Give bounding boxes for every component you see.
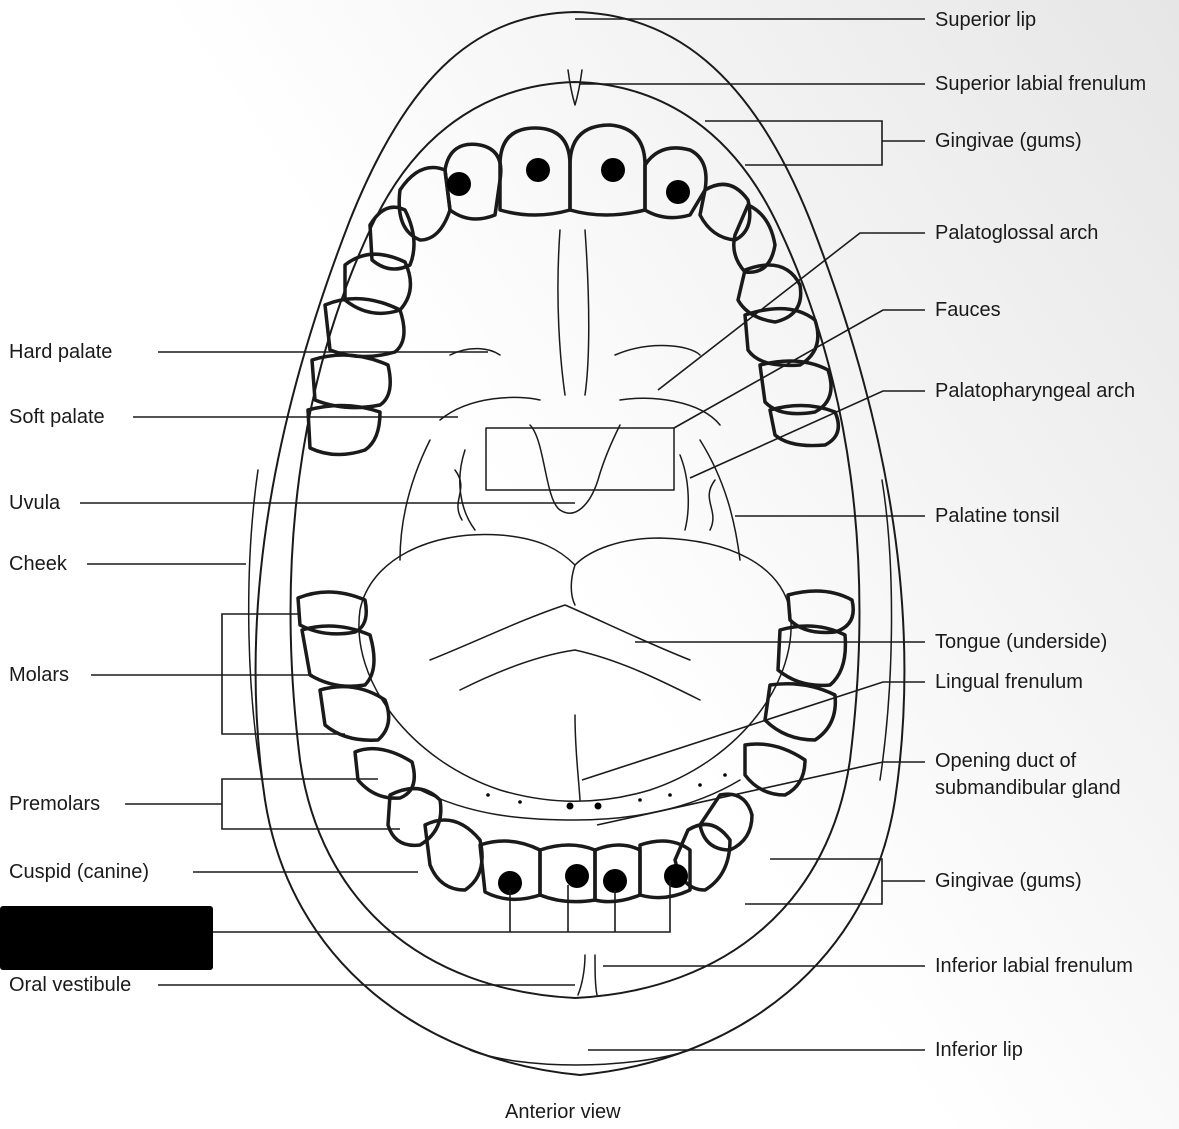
label-opening-duct-line2: submandibular gland bbox=[935, 777, 1121, 799]
uvula bbox=[529, 424, 621, 514]
label-inferior-lip: Inferior lip bbox=[935, 1039, 1023, 1061]
lips-outline bbox=[254, 11, 906, 1076]
label-lingual-frenulum: Lingual frenulum bbox=[935, 671, 1083, 693]
label-gingivae-upper: Gingivae (gums) bbox=[935, 130, 1082, 152]
label-cheek: Cheek bbox=[9, 553, 67, 575]
hard-palate bbox=[557, 229, 590, 396]
lower-teeth bbox=[296, 589, 855, 904]
label-soft-palate: Soft palate bbox=[9, 406, 105, 428]
cheek-line-right bbox=[879, 479, 893, 781]
label-superior-labial-frenulum: Superior labial frenulum bbox=[935, 73, 1147, 95]
upper-teeth-dots bbox=[447, 158, 690, 204]
soft-palate bbox=[439, 396, 721, 426]
label-opening-duct-line1: Opening duct of bbox=[935, 750, 1077, 772]
label-palatoglossal-arch: Palatoglossal arch bbox=[935, 222, 1099, 244]
floor-of-mouth bbox=[419, 779, 741, 821]
palatoglossal-arch bbox=[399, 439, 741, 561]
mouth-opening bbox=[289, 81, 861, 999]
fauces-box bbox=[485, 427, 675, 491]
label-cuspid: Cuspid (canine) bbox=[9, 861, 150, 883]
inferior-labial-frenulum bbox=[577, 954, 598, 996]
upper-teeth bbox=[306, 123, 841, 457]
label-gingivae-lower: Gingivae (gums) bbox=[935, 870, 1082, 892]
label-superior-lip: Superior lip bbox=[935, 9, 1037, 31]
label-palatopharyngeal-arch: Palatopharyngeal arch bbox=[935, 380, 1136, 402]
label-oral-vestibule: Oral vestibule bbox=[9, 974, 132, 996]
lingual-frenulum bbox=[574, 714, 581, 801]
label-fauces: Fauces bbox=[935, 299, 1001, 321]
palatine-tonsil bbox=[454, 469, 716, 531]
superior-labial-frenulum bbox=[567, 69, 583, 106]
label-premolars: Premolars bbox=[9, 793, 101, 815]
label-uvula: Uvula bbox=[9, 492, 61, 514]
redacted-label bbox=[0, 906, 213, 970]
label-hard-palate: Hard palate bbox=[9, 341, 113, 363]
label-inferior-labial-frenulum: Inferior labial frenulum bbox=[935, 955, 1133, 977]
leader-lines bbox=[80, 18, 925, 1051]
label-tongue: Tongue (underside) bbox=[935, 631, 1108, 653]
cheek-line bbox=[247, 469, 263, 781]
label-palatine-tonsil: Palatine tonsil bbox=[935, 505, 1060, 527]
caption: Anterior view bbox=[505, 1101, 621, 1123]
label-molars: Molars bbox=[9, 664, 70, 686]
